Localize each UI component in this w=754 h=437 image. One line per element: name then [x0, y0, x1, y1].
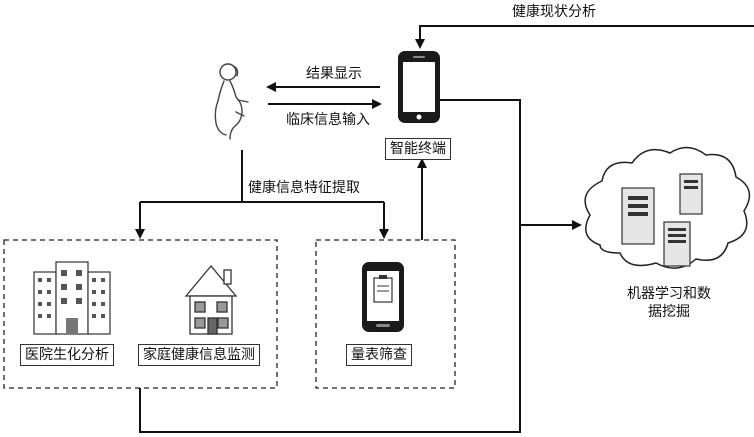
ml-label-line2: 据挖掘	[648, 304, 690, 320]
to-ml-arrow	[440, 99, 582, 230]
server-icon	[621, 173, 703, 267]
scale-screening-group-box	[315, 239, 456, 389]
health-status-analysis-label: 健康现状分析	[512, 4, 596, 20]
hospital-analysis-label: 医院生化分析	[20, 344, 114, 366]
clipboard-phone-icon	[362, 262, 404, 332]
ml-label-line1: 机器学习和数	[627, 286, 711, 302]
health-status-feedback-arrow	[415, 25, 754, 49]
clinical-info-input-label: 临床信息输入	[286, 112, 370, 128]
feature-extraction-label: 健康信息特征提取	[248, 180, 360, 196]
pregnant-woman-icon	[214, 63, 249, 140]
smartphone-icon	[398, 51, 440, 123]
home-monitoring-label: 家庭健康信息监测	[138, 344, 260, 366]
result-display-label: 结果显示	[306, 66, 362, 82]
smart-terminal-label: 智能终端	[385, 138, 451, 160]
bottom-loop-line	[139, 225, 521, 433]
hospital-home-group-box	[3, 239, 278, 389]
scale-screening-label: 量表筛查	[346, 344, 412, 366]
building-icon	[33, 261, 111, 335]
house-icon	[184, 264, 238, 335]
